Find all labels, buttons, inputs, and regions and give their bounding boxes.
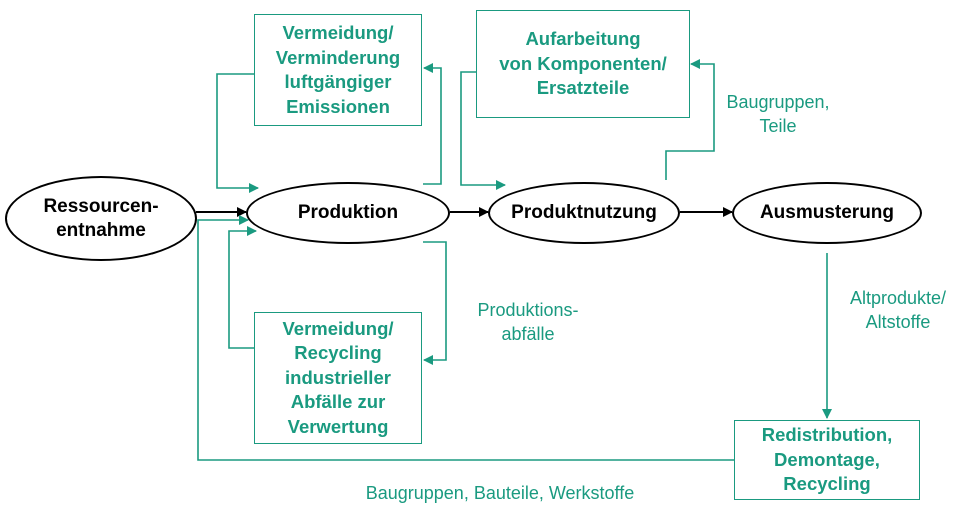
node-produktion: Produktion <box>246 182 450 244</box>
arrow-emissionen-to-produktion <box>216 73 259 193</box>
box-emissionen: Vermeidung/ Verminderung luftgängiger Em… <box>254 14 422 126</box>
arrow-produktion-to-abfaelle <box>423 241 447 365</box>
label-baugruppen-bauteile-werkstoffe: Baugruppen, Bauteile, Werkstoffe <box>365 483 635 503</box>
arrow-aufarbeitung-to-produktnutzung <box>460 71 506 190</box>
arrow-abfaelle-to-produktion <box>228 226 257 349</box>
label-altprodukte: Altprodukte/ Altstoffe <box>849 288 947 332</box>
arrow-redistribution-to-produktion <box>197 215 734 461</box>
box-redistribution: Redistribution, Demontage, Recycling <box>734 420 920 500</box>
box-aufarbeitung: Aufarbeitung von Komponenten/ Ersatzteil… <box>476 10 690 118</box>
label-baugruppen-teile: Baugruppen, Teile <box>726 92 830 136</box>
label-produktionsabfaelle: Produktions- abfälle <box>477 300 579 344</box>
node-ressourcenentnahme: Ressourcen- entnahme <box>5 176 197 261</box>
arrow-produktion-to-emissionen <box>423 63 442 185</box>
node-produktnutzung: Produktnutzung <box>488 182 680 244</box>
node-ausmusterung: Ausmusterung <box>732 182 922 244</box>
box-abfaelle: Vermeidung/ Recycling industrieller Abfä… <box>254 312 422 444</box>
arrow-produktnutzung-to-aufarbeitung <box>665 59 715 180</box>
